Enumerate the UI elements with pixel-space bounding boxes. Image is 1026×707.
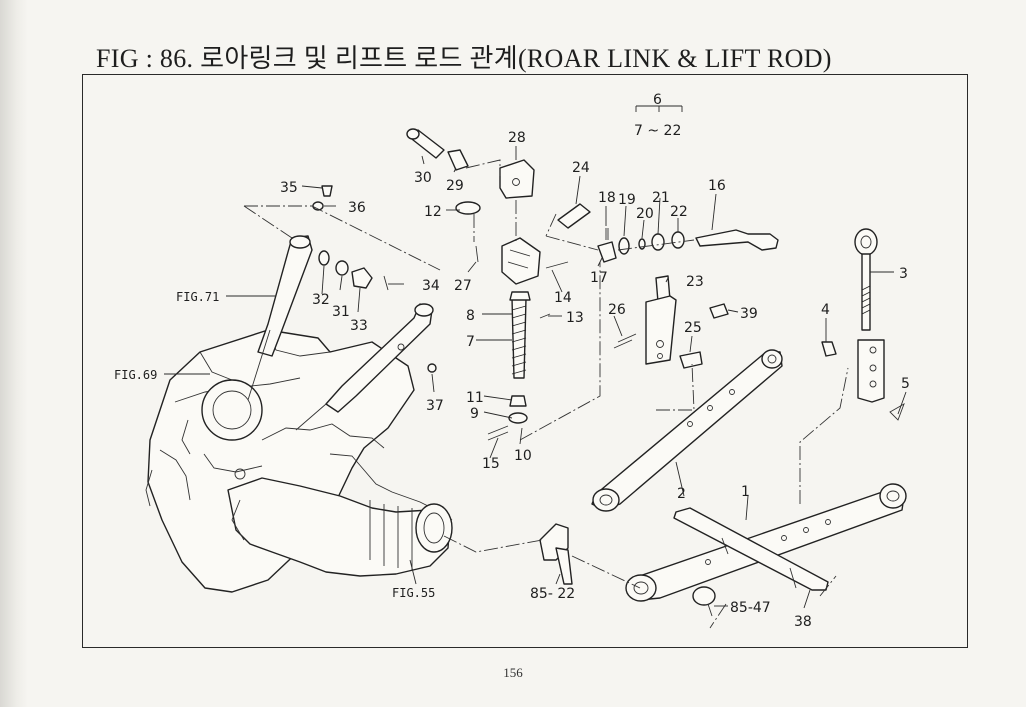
callout-85-22: 85- 22 [530,586,575,602]
assembly-chain-lines [243,159,849,629]
callout-13: 13 [566,310,584,326]
fig-69-ref: FIG.69 [114,368,157,382]
fig-55-ref: FIG.55 [392,586,435,600]
callout-31: 31 [332,304,350,320]
page-binding-edge [0,0,28,707]
lower-link-1 [625,483,907,602]
lower-link-2 [591,349,783,512]
callout-36: 36 [348,200,366,216]
callout-7: 7 [466,334,475,350]
callout-10: 10 [514,448,532,464]
check-chain-plate [673,507,829,591]
callout-14: 14 [554,290,572,306]
callout-30: 30 [414,170,432,186]
callout-39: 39 [740,306,758,322]
callout-22: 22 [670,204,688,220]
bracket-and-pins [312,185,716,617]
callout-labels: 1 2 3 4 5 6 7 ~ 22 7 8 9 10 11 12 13 14 … [114,92,910,630]
callout-5: 5 [901,376,910,392]
callout-23: 23 [686,274,704,290]
callout-24: 24 [572,160,590,176]
lift-arms [247,235,434,431]
shift-rod-assembly [597,228,779,263]
callout-33: 33 [350,318,368,334]
callout-37: 37 [426,398,444,414]
callout-27: 27 [454,278,472,294]
callout-20: 20 [636,206,654,222]
callout-6-range: 7 ~ 22 [634,123,681,139]
callout-28: 28 [508,130,526,146]
callout-8: 8 [466,308,475,324]
callout-11: 11 [466,390,484,406]
callout-34: 34 [422,278,440,294]
callout-3: 3 [899,266,908,282]
callout-15: 15 [482,456,500,472]
transmission-housing [145,329,453,593]
callout-9: 9 [470,406,479,422]
callout-26: 26 [608,302,626,318]
callout-2: 2 [677,486,686,502]
page-number: 156 [503,665,523,680]
callout-19: 19 [618,192,636,208]
callout-35: 35 [280,180,298,196]
callout-1: 1 [741,484,750,500]
leader-lines [164,105,907,609]
callout-29: 29 [446,178,464,194]
callout-12: 12 [424,204,442,220]
callout-21: 21 [652,190,670,206]
callout-25: 25 [684,320,702,336]
diagram-frame [82,74,968,648]
lift-rod-assembly [821,228,905,421]
clevis-assembly [613,275,729,369]
callout-16: 16 [708,178,726,194]
callout-32: 32 [312,292,330,308]
callout-4: 4 [821,302,830,318]
callout-6: 6 [653,92,662,108]
figure-title: FIG : 86. 로아링크 및 리프트 로드 관계(ROAR LINK & L… [96,44,832,73]
callout-38: 38 [794,614,812,630]
callout-18: 18 [598,190,616,206]
adjuster-assembly [406,128,591,441]
callout-17: 17 [590,270,608,286]
fig-71-ref: FIG.71 [176,290,219,304]
callout-85-47: 85-47 [730,600,771,616]
